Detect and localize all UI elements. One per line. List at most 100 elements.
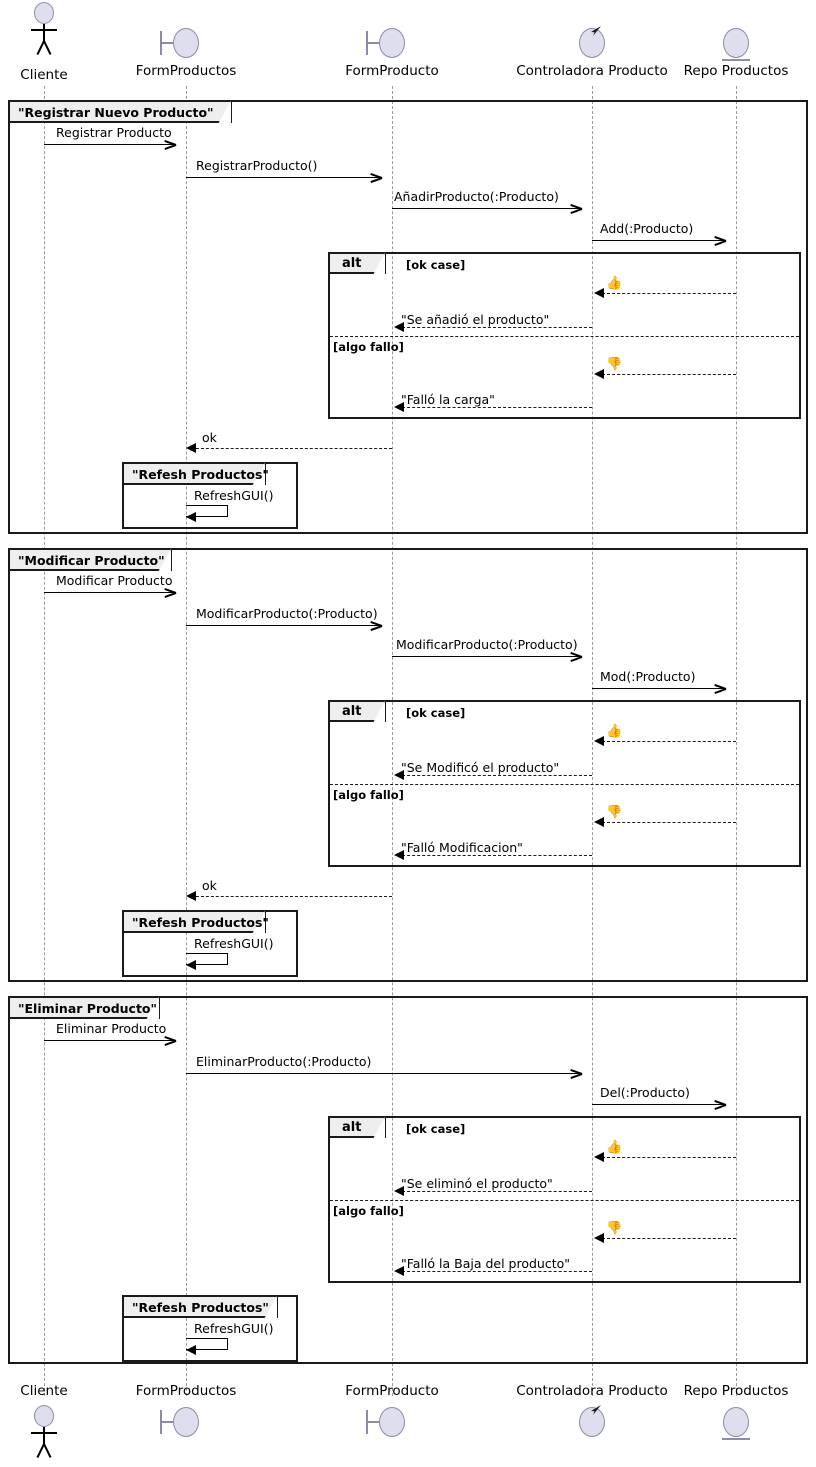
participant-footer-formproducto[interactable]: FormProducto [292, 1384, 492, 1443]
message-line [592, 240, 726, 241]
frame-tab [10, 549, 172, 572]
message-line [186, 1073, 582, 1074]
alt-tab [330, 253, 386, 275]
boundary-icon-circle [173, 1407, 199, 1437]
actor-head-icon [34, 2, 54, 24]
message-line-return [402, 855, 592, 856]
alt-guard: [ok case] [406, 706, 466, 720]
frame-modificar-producto[interactable]: "Modificar Producto" [8, 548, 808, 982]
participant-footer-formproductos[interactable]: FormProductos [86, 1384, 286, 1443]
boundary-icon-stem [161, 42, 173, 44]
entity-icon-circle [723, 1407, 749, 1437]
lifeline-repo [736, 86, 737, 1396]
lifeline-controladora [592, 86, 593, 1396]
participant-formproducto[interactable]: FormProducto [292, 24, 492, 79]
alt-guard: [ok case] [406, 258, 466, 272]
arrow-head-icon [594, 369, 604, 379]
message-line-return [402, 1191, 592, 1192]
alt-divider [330, 784, 799, 785]
arrow-head-icon [394, 402, 404, 412]
frame-refesh-productos[interactable]: "Refesh Productos" [122, 910, 298, 977]
frame-title: "Eliminar Producto" [18, 1001, 158, 1016]
message-label: EliminarProducto(:Producto) [196, 1054, 372, 1069]
alt-divider [330, 1200, 799, 1201]
message-label: Eliminar Producto [56, 1021, 167, 1036]
frame-title: "Refesh Productos" [132, 915, 269, 930]
message-line [392, 656, 582, 657]
participant-label-repo: Repo Productos [683, 63, 789, 79]
boundary-icon-stem [161, 1421, 173, 1423]
arrow-head-icon [394, 770, 404, 780]
alt-fragment[interactable]: alt [328, 1116, 801, 1283]
message-line-return [402, 775, 592, 776]
alt-keyword: alt [342, 704, 362, 719]
alt-tab [330, 701, 386, 723]
frame-eliminar-producto[interactable]: "Eliminar Producto" [8, 996, 808, 1364]
participant-label-cliente: Cliente [20, 1383, 68, 1399]
arrow-head-icon [394, 1186, 404, 1196]
actor-arms-icon [31, 1432, 57, 1434]
participant-controladora[interactable]: Controladora Producto [492, 24, 692, 79]
message-line-return [602, 1157, 736, 1158]
boundary-icon-circle [173, 28, 199, 58]
participant-formproductos[interactable]: FormProductos [86, 24, 286, 79]
alt-guard: [algo fallo] [333, 788, 404, 802]
message-line [392, 208, 582, 209]
message-line-return [602, 1238, 736, 1239]
participant-repo[interactable]: Repo Productos [636, 24, 816, 79]
frame-tab [10, 997, 160, 1020]
actor-leg-icon [43, 1443, 52, 1458]
participant-label-formproducto: FormProducto [345, 1383, 439, 1399]
arrow-head-icon [394, 1266, 404, 1276]
message-label: Del(:Producto) [600, 1085, 690, 1100]
thumbs-up-icon: 👍 [606, 724, 623, 739]
lifeline-cliente [44, 86, 45, 1396]
frame-title: "Modificar Producto" [18, 553, 165, 568]
actor-arms-icon [31, 29, 57, 31]
self-message-box [186, 953, 228, 965]
message-label: RefreshGUI() [194, 936, 274, 951]
message-label: ok [202, 430, 217, 445]
message-label: RefreshGUI() [194, 1321, 274, 1336]
actor-leg-icon [43, 40, 52, 55]
participant-cliente[interactable]: Cliente [0, 2, 144, 83]
arrow-head-icon [186, 891, 196, 901]
alt-fragment[interactable]: alt [328, 252, 801, 419]
thumbs-down-icon: 👎 [606, 805, 623, 820]
participant-footer-controladora[interactable]: Controladora Producto [492, 1384, 692, 1443]
participant-footer-repo[interactable]: Repo Productos [636, 1384, 816, 1443]
message-label: "Falló la carga" [401, 392, 495, 407]
entity-icon-baseline [722, 1438, 750, 1440]
message-line-return [196, 896, 392, 897]
arrow-head-icon [594, 817, 604, 827]
arrow-head-icon [186, 1345, 196, 1355]
boundary-icon-bar [366, 31, 368, 55]
thumbs-down-icon: 👎 [606, 357, 623, 372]
message-label: "Se Modificó el producto" [401, 760, 560, 775]
arrow-head-icon [186, 443, 196, 453]
participant-footer-cliente[interactable]: Cliente [0, 1384, 144, 1461]
message-line-return [402, 327, 592, 328]
boundary-icon-bar [160, 31, 162, 55]
boundary-icon-bar [160, 1410, 162, 1434]
message-label: "Se eliminó el producto" [401, 1176, 553, 1191]
message-label: "Falló la Baja del producto" [401, 1256, 571, 1271]
alt-tab [330, 1117, 386, 1139]
frame-tab [124, 463, 266, 486]
participant-label-formproducto: FormProducto [345, 63, 439, 79]
actor-body-icon [43, 24, 45, 42]
arrow-head-icon [186, 960, 196, 970]
frame-refesh-productos[interactable]: "Refesh Productos" [122, 1295, 298, 1362]
message-line-return [402, 407, 592, 408]
frame-refesh-productos[interactable]: "Refesh Productos" [122, 462, 298, 529]
self-message-box [186, 505, 228, 517]
arrow-head-icon [594, 1233, 604, 1243]
participant-label-controladora: Controladora Producto [516, 63, 668, 79]
alt-fragment[interactable]: alt [328, 700, 801, 867]
frame-registrar-nuevo-producto[interactable]: "Registrar Nuevo Producto" [8, 100, 808, 534]
message-line [592, 1104, 726, 1105]
message-line [44, 144, 176, 145]
message-label: Registrar Producto [56, 125, 172, 140]
participant-label-repo: Repo Productos [683, 1383, 789, 1399]
message-label: "Se añadió el producto" [401, 312, 550, 327]
